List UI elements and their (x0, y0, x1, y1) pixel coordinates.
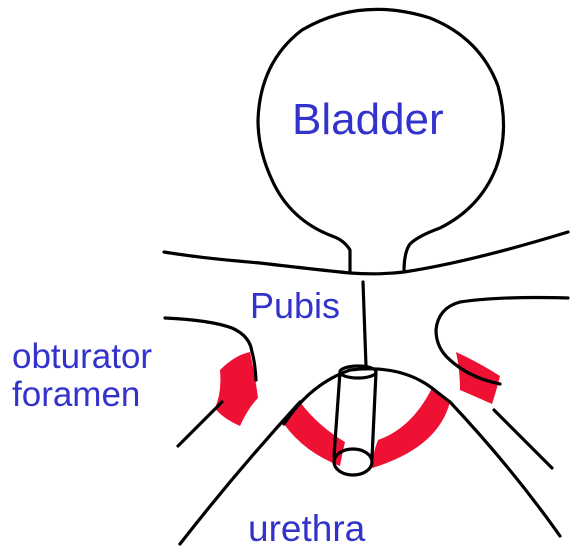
pubic-arch-highlight (284, 388, 450, 468)
bladder-label: Bladder (292, 98, 444, 142)
pubic-bone-upper-line (164, 232, 568, 274)
obturator-foramen-label: obturator foramen (12, 338, 152, 414)
right-obturator-outline (436, 298, 568, 385)
obturator-label-line1: obturator (12, 338, 152, 376)
left-obturator-highlight (215, 352, 258, 426)
pubic-symphysis-line (363, 282, 366, 366)
urethra-label: urethra (248, 510, 365, 547)
left-lower-line (178, 402, 222, 446)
obturator-label-line2: foramen (12, 376, 152, 414)
pubis-label: Pubis (250, 288, 340, 324)
